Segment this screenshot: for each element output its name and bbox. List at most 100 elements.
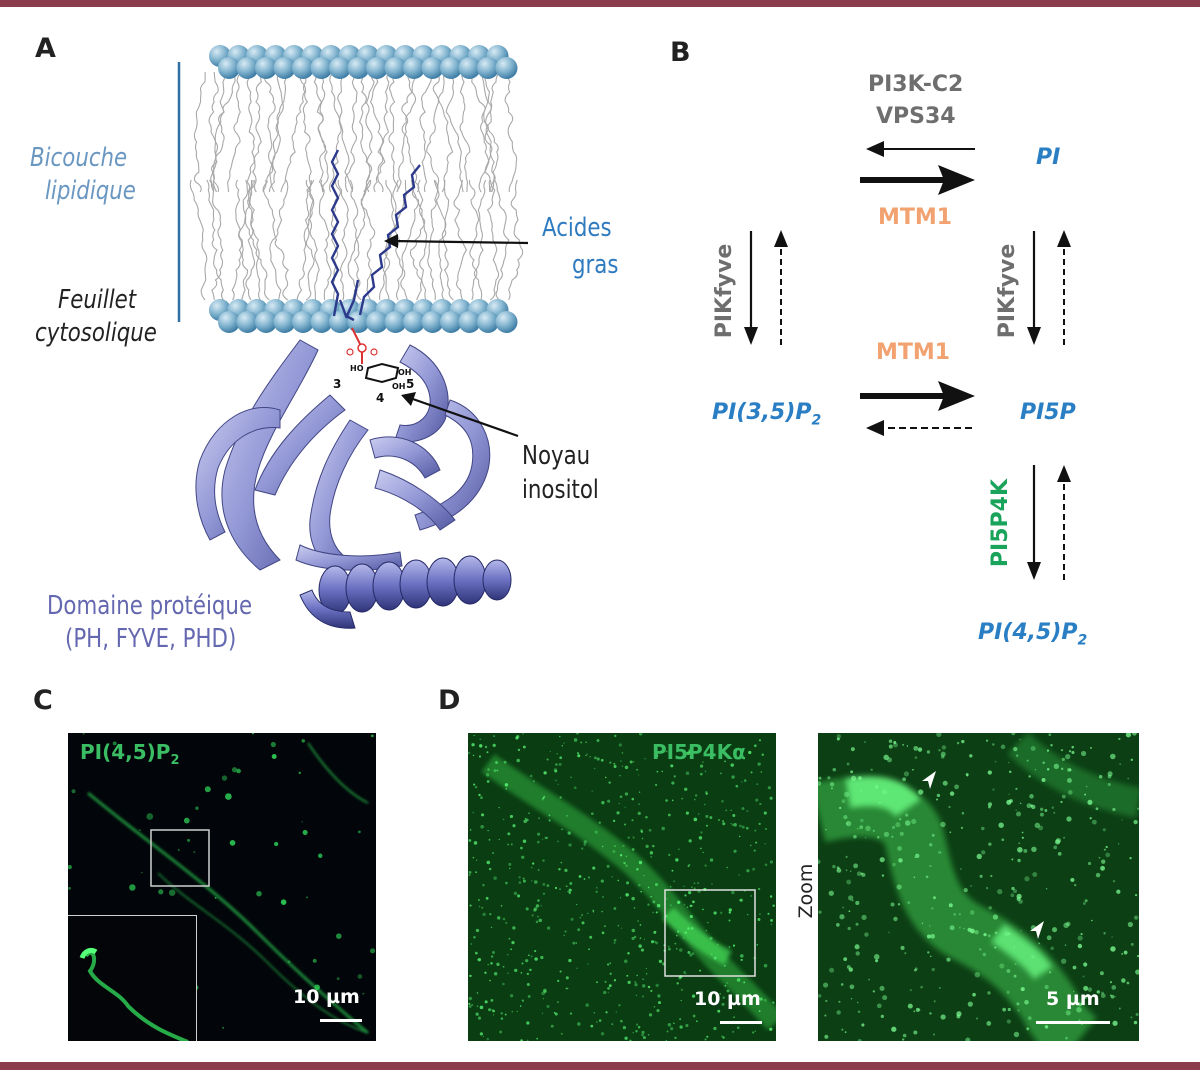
fluorescence-spot bbox=[836, 1010, 841, 1015]
fluorescence-spot bbox=[665, 1040, 668, 1041]
fluorescence-spot bbox=[1130, 758, 1133, 761]
fluorescence-spot bbox=[728, 919, 731, 922]
fluorescence-spot bbox=[1053, 763, 1060, 769]
fluorescence-spot bbox=[510, 994, 514, 998]
fluorescence-spot bbox=[609, 972, 612, 975]
top-frame-bar bbox=[0, 0, 1200, 7]
fluorescence-spot bbox=[767, 786, 772, 790]
fluorescence-spot bbox=[705, 792, 708, 795]
fluorescence-spot bbox=[538, 817, 540, 820]
fluorescence-spot bbox=[956, 1011, 962, 1017]
fluorescence-spot bbox=[521, 999, 525, 1002]
fluorescence-spot bbox=[636, 974, 638, 977]
fluorescence-spot bbox=[536, 1037, 539, 1040]
fluorescence-spot bbox=[961, 811, 965, 815]
fluorescence-spot bbox=[865, 825, 871, 831]
fluorescence-spot bbox=[641, 837, 644, 840]
lipid-head bbox=[403, 311, 425, 333]
fluorescence-spot bbox=[522, 877, 525, 880]
fluorescence-spot bbox=[573, 738, 578, 742]
fluorescence-spot bbox=[758, 822, 761, 826]
fluorescence-spot bbox=[555, 779, 557, 782]
fluorescence-spot bbox=[673, 1022, 675, 1025]
panel-letter-a: A bbox=[35, 33, 56, 64]
fluorescence-spot bbox=[1072, 990, 1075, 993]
fluorescence-spot bbox=[1018, 842, 1021, 845]
fluorescence-spot bbox=[541, 1012, 544, 1014]
inositol-label-line2: inositol bbox=[522, 475, 599, 505]
fluorescence-spot bbox=[648, 1013, 653, 1017]
fluorescence-spot bbox=[588, 948, 590, 951]
fluorescence-spot bbox=[741, 781, 743, 783]
fluorescence-spot bbox=[706, 1035, 709, 1038]
fluorescence-spot bbox=[1021, 831, 1024, 834]
fluorescence-spot bbox=[717, 1009, 721, 1013]
fluorescence-spot bbox=[818, 859, 821, 864]
lipid-tail bbox=[459, 71, 471, 193]
fluorescence-spot bbox=[525, 959, 529, 963]
fluorescence-spot bbox=[693, 798, 696, 801]
fluorescence-spot bbox=[746, 869, 750, 873]
fluorescence-spot bbox=[577, 1022, 581, 1026]
fluorescence-spot bbox=[902, 1033, 907, 1038]
fluorescence-spot bbox=[1006, 799, 1012, 805]
fluorescence-spot bbox=[647, 985, 651, 989]
fluorescence-spot bbox=[498, 838, 500, 841]
fluorescence-spot bbox=[669, 885, 672, 888]
fluorescence-spot bbox=[970, 884, 972, 887]
fluorescence-spot bbox=[891, 835, 894, 838]
fluorescence-spot bbox=[728, 946, 731, 948]
fluorescence-spot bbox=[650, 855, 653, 858]
fluorescence-spot bbox=[487, 768, 490, 771]
fluorescence-spot bbox=[594, 756, 597, 760]
fluorescence-spot bbox=[1008, 761, 1010, 764]
fluorescence-spot bbox=[493, 971, 498, 976]
fluorescence-spot bbox=[566, 815, 568, 817]
fluorescence-spot bbox=[570, 917, 574, 921]
fluorescence-spot bbox=[893, 916, 898, 922]
fluorescence-spot bbox=[1082, 902, 1086, 905]
inositol-label-line1: Noyau bbox=[522, 441, 591, 471]
lipid-tail bbox=[227, 71, 243, 193]
fluorescence-spot bbox=[633, 935, 637, 939]
fluorescence-spot bbox=[638, 733, 643, 736]
fluorescence-spot bbox=[673, 775, 676, 778]
fluorescence-spot bbox=[1109, 981, 1113, 984]
fluorescence-spot bbox=[864, 741, 866, 743]
fluorescence-spot bbox=[699, 764, 704, 768]
fluorescence-spot bbox=[674, 1036, 677, 1040]
fluorescence-spot bbox=[504, 783, 509, 787]
fluorescence-spot bbox=[1111, 985, 1117, 990]
fluorescence-spot bbox=[500, 1012, 503, 1015]
fluorescence-spot bbox=[542, 882, 546, 886]
fluorescence-spot bbox=[158, 889, 164, 895]
fluorescence-spot bbox=[873, 954, 880, 960]
fluorescence-spot bbox=[614, 734, 617, 738]
fluorescence-spot bbox=[1013, 974, 1017, 978]
fluorescence-spot bbox=[829, 967, 835, 973]
fluorescence-spot bbox=[559, 796, 562, 799]
fluorescence-spot bbox=[844, 1031, 847, 1034]
fluorescence-spot bbox=[508, 862, 512, 866]
fluorescence-spot bbox=[620, 760, 622, 762]
bilayer-label-line2: lipidique bbox=[45, 176, 136, 206]
fluorescence-spot bbox=[1078, 1002, 1082, 1007]
scale-label-d-right: 5 µm bbox=[1046, 988, 1100, 1010]
lipid-tail bbox=[453, 179, 468, 301]
enzyme-vps34: VPS34 bbox=[876, 104, 956, 129]
fluorescence-spot bbox=[985, 886, 989, 890]
fluorescence-spot bbox=[674, 942, 677, 945]
fluorescence-spot bbox=[82, 733, 85, 735]
fluorescence-spot bbox=[661, 826, 665, 831]
fluorescence-spot bbox=[853, 863, 859, 869]
fluorescence-spot bbox=[1002, 1007, 1006, 1012]
fluorescence-spot bbox=[721, 799, 724, 803]
fluorescence-spot bbox=[685, 973, 687, 975]
fluorescence-spot bbox=[371, 734, 374, 738]
fluorescence-spot bbox=[933, 1000, 936, 1003]
fluorescence-spot bbox=[611, 875, 614, 878]
fluorescence-spot bbox=[1118, 737, 1121, 741]
lipid-tail bbox=[396, 71, 418, 193]
fluorescence-spot bbox=[480, 796, 483, 800]
lipid-head bbox=[310, 311, 333, 333]
